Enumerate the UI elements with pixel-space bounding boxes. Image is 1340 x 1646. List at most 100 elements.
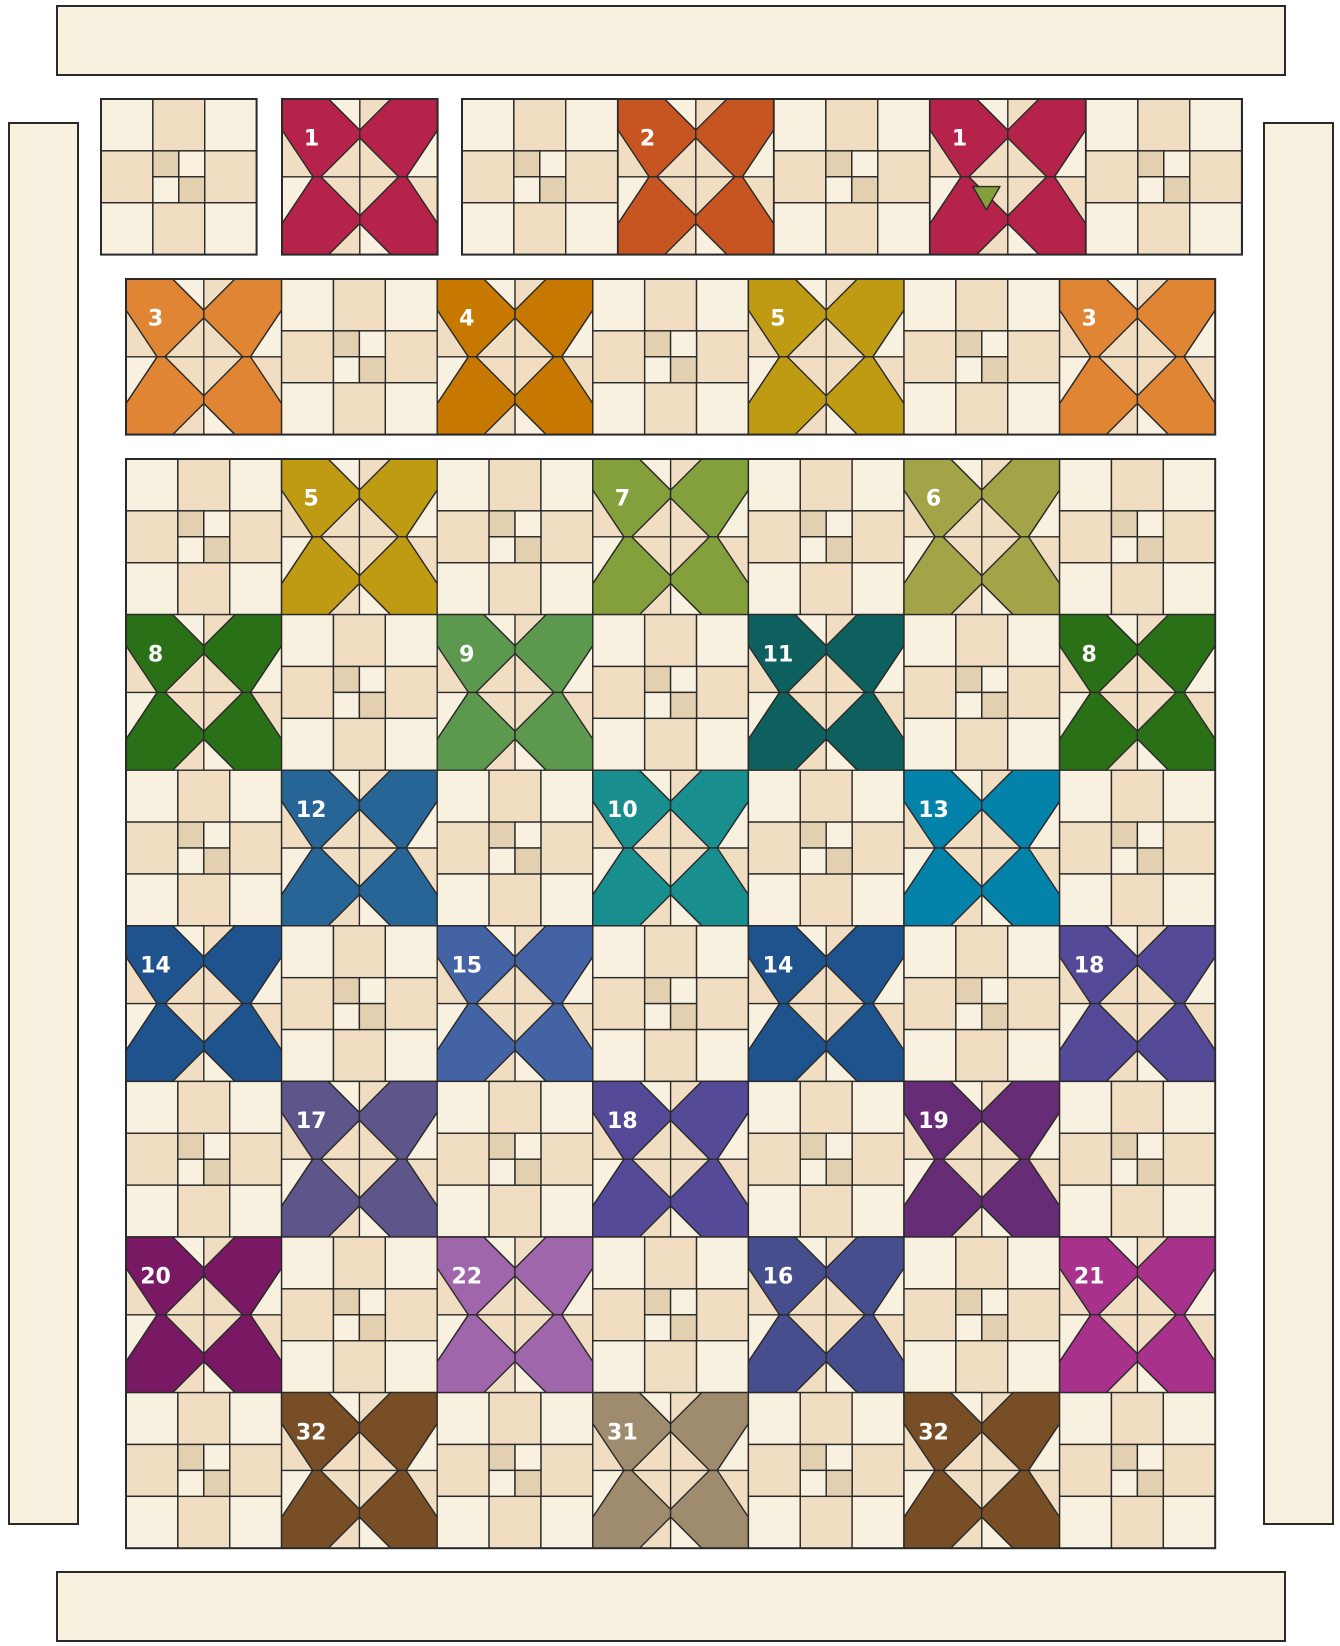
four-patch-center <box>671 1004 697 1030</box>
nine-patch-square <box>697 978 749 1030</box>
star-block-1: 1 <box>282 99 438 255</box>
nine-patch-square <box>385 383 437 435</box>
nine-patch-square <box>437 511 489 563</box>
nine-patch-square <box>437 563 489 615</box>
four-patch-center <box>489 1444 515 1470</box>
nine-patch-square <box>333 1341 385 1393</box>
nine-patch-square <box>697 383 749 435</box>
nine-patch-square <box>1163 874 1215 926</box>
nine-patch-square <box>1163 822 1215 874</box>
four-patch-center <box>826 1133 852 1159</box>
nine-patch-square <box>385 1289 437 1341</box>
nine-patch-square <box>282 331 334 383</box>
nine-patch-square <box>126 563 178 615</box>
four-patch-center <box>178 848 204 874</box>
four-patch-center <box>645 666 671 692</box>
four-patch-center <box>956 692 982 718</box>
nine-patch-square <box>437 459 489 511</box>
nine-patch-square <box>333 926 385 978</box>
nine-patch-square <box>489 459 541 511</box>
nine-patch-square <box>126 1185 178 1237</box>
four-patch-center <box>1111 1444 1137 1470</box>
nine-patch-square <box>385 331 437 383</box>
block-number: 12 <box>296 798 327 823</box>
nine-patch-block <box>126 459 282 615</box>
star-block-18: 18 <box>593 1081 749 1237</box>
four-patch-center <box>826 177 852 203</box>
nine-patch-square <box>437 1185 489 1237</box>
nine-patch-square <box>956 1341 1008 1393</box>
nine-patch-square <box>852 511 904 563</box>
four-patch-center <box>178 1133 204 1159</box>
block-number: 11 <box>763 642 794 667</box>
four-patch-center <box>800 1133 826 1159</box>
nine-patch-block <box>437 770 593 926</box>
nine-patch-square <box>697 718 749 770</box>
nine-patch-square <box>1060 874 1112 926</box>
four-patch-center <box>1137 511 1163 537</box>
nine-patch-square <box>230 770 282 822</box>
four-patch-center <box>489 537 515 563</box>
star-block-18: 18 <box>1060 926 1216 1082</box>
nine-patch-block <box>774 99 930 255</box>
four-patch-center <box>645 1004 671 1030</box>
nine-patch-square <box>541 1393 593 1445</box>
four-patch-center <box>956 978 982 1004</box>
nine-patch-square <box>697 1237 749 1289</box>
four-patch-center <box>489 1133 515 1159</box>
nine-patch-square <box>1060 563 1112 615</box>
nine-patch-square <box>748 874 800 926</box>
nine-patch-square <box>126 1133 178 1185</box>
nine-patch-square <box>1008 718 1060 770</box>
nine-patch-square <box>593 1237 645 1289</box>
nine-patch-square <box>800 459 852 511</box>
nine-patch-square <box>462 99 514 151</box>
block-number: 18 <box>607 1109 638 1134</box>
nine-patch-square <box>774 151 826 203</box>
nine-patch-square <box>385 1030 437 1082</box>
four-patch-center <box>982 1289 1008 1315</box>
block-number: 8 <box>1082 642 1097 667</box>
nine-patch-square <box>153 99 205 151</box>
four-patch-center <box>1111 537 1137 563</box>
four-patch-center <box>800 1159 826 1185</box>
four-patch-center <box>671 978 697 1004</box>
star-block-2: 2 <box>618 99 774 255</box>
nine-patch-square <box>514 99 566 151</box>
four-patch-center <box>515 1444 541 1470</box>
nine-patch-square <box>1190 99 1242 151</box>
four-patch-center <box>982 331 1008 357</box>
nine-patch-square <box>566 203 618 255</box>
four-patch-center <box>540 177 566 203</box>
nine-patch-square <box>282 279 334 331</box>
nine-patch-square <box>333 718 385 770</box>
nine-patch-square <box>333 1237 385 1289</box>
nine-patch-square <box>645 718 697 770</box>
nine-patch-square <box>852 770 904 822</box>
four-patch-center <box>178 1444 204 1470</box>
four-patch-center <box>514 177 540 203</box>
four-patch-center <box>645 357 671 383</box>
four-patch-center <box>515 822 541 848</box>
nine-patch-block <box>282 279 438 435</box>
nine-patch-square <box>489 1496 541 1548</box>
nine-patch-square <box>1008 279 1060 331</box>
four-patch-center <box>1138 151 1164 177</box>
nine-patch-square <box>489 1081 541 1133</box>
four-patch-center <box>204 1444 230 1470</box>
star-block-14: 14 <box>126 926 282 1082</box>
nine-patch-square <box>1008 926 1060 978</box>
star-block-10: 10 <box>593 770 749 926</box>
four-patch-center <box>489 1470 515 1496</box>
nine-patch-square <box>437 822 489 874</box>
nine-patch-square <box>385 978 437 1030</box>
four-patch-center <box>153 177 179 203</box>
four-patch-center <box>852 177 878 203</box>
nine-patch-square <box>800 1393 852 1445</box>
nine-patch-square <box>437 1133 489 1185</box>
nine-patch-square <box>1008 1030 1060 1082</box>
block-number: 3 <box>1082 307 1097 332</box>
four-patch-center <box>489 1159 515 1185</box>
left-border-strip <box>9 123 78 1524</box>
nine-patch-square <box>748 459 800 511</box>
